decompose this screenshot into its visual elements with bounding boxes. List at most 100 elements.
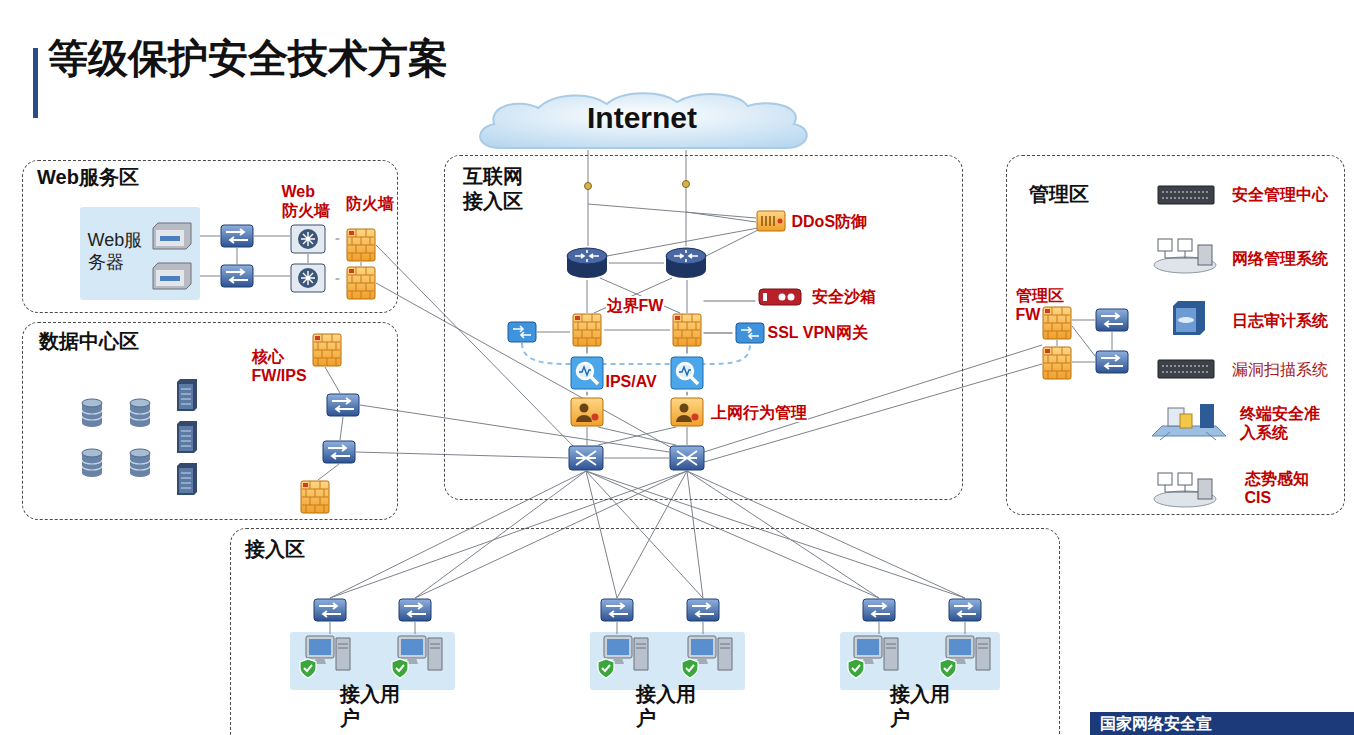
ips-icon <box>671 357 703 389</box>
border-firewall-node: 边界FW <box>568 295 704 347</box>
user-pc-icon <box>598 636 648 678</box>
network-wire <box>200 150 1112 634</box>
behavior-management-node: 上网行为管理 <box>568 396 812 430</box>
network-system-icon <box>1154 239 1216 273</box>
device-label: 日志审计系统 <box>1232 311 1328 330</box>
user-pc-icon <box>682 636 732 678</box>
title-bar <box>33 48 38 118</box>
switch-icon <box>399 599 431 621</box>
appliance-icon <box>1158 360 1214 378</box>
zone-region: Web服务区Web服 务器Web 防火墙防火墙 <box>22 160 398 313</box>
core-switch-icon <box>670 446 704 470</box>
switch-icon <box>1096 309 1128 331</box>
ips-node: IPS/AV <box>568 354 704 392</box>
gateway-icon <box>508 322 536 342</box>
line-break-marker <box>683 181 690 188</box>
core-switch-icon <box>569 446 603 470</box>
connector-line <box>336 239 340 279</box>
rack-server-icon <box>177 463 197 495</box>
firewall-icon <box>673 314 701 346</box>
zone-heading: 数据中心区 <box>39 329 139 354</box>
web-server-icon <box>153 223 191 249</box>
server-panel <box>80 207 200 300</box>
system-node: 态势感知 CIS <box>1148 465 1335 513</box>
device-label: 漏洞扫描系统 <box>1232 360 1328 379</box>
connector-line <box>704 300 756 301</box>
device-label: 安全沙箱 <box>812 287 876 306</box>
system-node: 终端安全准 入系统 <box>1148 398 1335 448</box>
user-pc-icon <box>848 636 898 678</box>
switch-icon <box>221 265 253 287</box>
database-icon <box>82 399 102 427</box>
user-panel <box>290 632 455 690</box>
web-firewall-icon <box>291 264 325 292</box>
web-firewall-node: Web 防火墙 <box>280 180 336 293</box>
gateway-icon <box>736 323 764 343</box>
device-label: 接入用 户 <box>890 682 954 730</box>
device-icons <box>82 186 1226 678</box>
zone-heading: 管理区 <box>1029 182 1089 207</box>
router-icon <box>567 248 607 278</box>
switch-icon <box>949 599 981 621</box>
system-node: 漏洞扫描系统 <box>1152 355 1335 383</box>
cloud-shape: Internet <box>470 90 814 152</box>
web-firewall-icon <box>291 225 325 253</box>
device-label: 安全管理中心 <box>1232 185 1328 204</box>
watermark-bar <box>1090 712 1354 735</box>
zone-heading: 接入区 <box>245 537 305 562</box>
device-label: 态势感知 CIS <box>1245 469 1315 507</box>
zone-heading: Web服务区 <box>37 165 139 190</box>
zone-region: 接入区接入用 户接入用 户接入用 户 <box>230 528 1060 735</box>
firewall-icon <box>573 314 601 346</box>
firewall-node: 防火墙 <box>340 192 396 302</box>
zone-heading: 互联网 接入区 <box>463 164 529 214</box>
device-label: SSL VPN网关 <box>768 323 868 342</box>
user-pc-icon <box>392 636 442 678</box>
diagram-title: 等级保护安全技术方案 <box>48 34 448 82</box>
management-firewall-node: 管理区 FW <box>1014 284 1072 382</box>
user-pc-icon <box>300 636 350 678</box>
web-server-icon <box>153 263 191 289</box>
device-label: 网络管理系统 <box>1232 249 1328 268</box>
system-node: 日志审计系统 <box>1150 298 1335 338</box>
device-label: Web 防火墙 <box>282 182 332 220</box>
behavior-icon <box>571 398 603 426</box>
device-label: 上网行为管理 <box>710 403 808 422</box>
switch-icon <box>323 441 355 463</box>
connector-line <box>587 347 687 354</box>
ips-icon <box>571 357 603 389</box>
ddos-node: DDoS防御 <box>754 207 880 236</box>
user-group-node: 接入用 户 <box>288 630 458 733</box>
device-label: IPS/AV <box>606 372 657 391</box>
firewall-icon <box>347 267 375 299</box>
rack-server-icon <box>177 379 197 411</box>
sandbox-icon <box>759 289 801 305</box>
system-node: 安全管理中心 <box>1152 180 1335 210</box>
device-label: 管理区 FW <box>1016 286 1066 324</box>
user-group-node: 接入用 户 <box>838 630 1002 733</box>
vpn-link-dashed <box>522 343 750 364</box>
device-label: 终端安全准 入系统 <box>1240 404 1324 442</box>
firewall-icon <box>301 481 329 513</box>
cloud-label: Internet <box>470 100 814 136</box>
rack-server-icon <box>177 421 197 453</box>
zone-region: 管理区管理区 FW 安全管理中心网络管理系统日志审计系统漏洞扫描系统终端安全准 入… <box>1006 155 1345 515</box>
user-group-node: 接入用 户 <box>588 630 748 733</box>
zone-region: 互联网 接入区 DDoS防御安全沙箱 边界FW SSL VPN网关 IPS/AV 上网行为… <box>444 155 963 500</box>
device-label: 接入用 户 <box>340 682 404 730</box>
appliance-icon <box>1158 186 1214 204</box>
user-panel <box>840 632 1000 690</box>
database-icon <box>130 399 150 427</box>
router-icon <box>666 248 706 278</box>
firewall-icon <box>313 334 341 366</box>
user-pc-icon <box>940 636 990 678</box>
device-label: 边界FW <box>606 296 665 315</box>
user-panel <box>590 632 745 690</box>
switch-icon <box>601 599 633 621</box>
core-firewall-node: 核心 FW/IPS <box>250 331 344 391</box>
sandbox-node: 安全沙箱 <box>756 286 882 308</box>
watermark-text: 国家网络安全宣 <box>1100 713 1212 734</box>
ddos-icon <box>757 211 785 231</box>
